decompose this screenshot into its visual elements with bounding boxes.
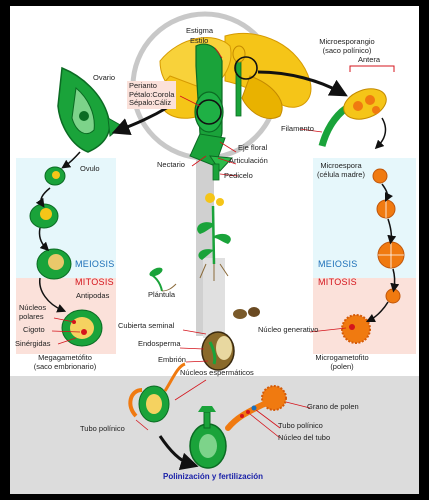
label-meiosis-left: MEIOSIS	[75, 259, 115, 269]
leader-lines	[51, 47, 347, 439]
label-ovulo: Ovulo	[80, 164, 100, 173]
label-nucleos-polares: Núcleos polares	[19, 303, 47, 321]
seed-illustration	[201, 331, 235, 371]
diagram-title: Polinización y fertilización	[163, 472, 264, 481]
label-pedicelo: Pedicelo	[224, 171, 253, 180]
label-nucleos-espermaticos: Núcleos espermáticos	[180, 368, 254, 377]
label-estilo: Estilo	[190, 36, 209, 45]
label-meiosis-right: MEIOSIS	[318, 259, 358, 269]
label-antipodas: Antipodas	[76, 291, 110, 300]
fertilization-illustration	[128, 362, 287, 469]
label-articulacion: Articulación	[229, 156, 268, 165]
label-microespora: Microespora (célula madre)	[317, 161, 365, 179]
label-embrion: Embrión	[158, 355, 186, 364]
microspore-sequence	[341, 168, 405, 344]
label-antera: Antera	[358, 55, 381, 64]
label-nucleo-tubo: Núcleo del tubo	[278, 433, 331, 442]
label-nectario: Nectario	[157, 160, 185, 169]
diagram-canvas: Estigma Estilo Ovario Microesporangio (s…	[10, 6, 419, 494]
label-estigma: Estigma	[186, 26, 214, 35]
label-eje-floral: Eje floral	[238, 143, 268, 152]
label-plantula: Plántula	[148, 290, 176, 299]
label-mitosis-right: MITOSIS	[318, 277, 357, 287]
label-ovario: Ovario	[93, 73, 116, 82]
seedling-illustration	[149, 267, 177, 292]
label-microsporangio: Microesporangio (saco polínico)	[319, 37, 375, 55]
label-megagametofito: Megagametófito (saco embrionario)	[33, 353, 97, 371]
ovary-illustration	[57, 66, 123, 153]
label-cubierta-seminal: Cubierta seminal	[118, 321, 175, 330]
label-endosperma: Endosperma	[138, 339, 181, 348]
label-perianto: Perianto Pétalo:Corola Sépalo:Cáliz	[127, 81, 177, 109]
label-sinergidas: Sinérgidas	[15, 339, 51, 348]
label-grano-polen: Grano de polen	[307, 402, 359, 411]
label-tubo-polinico-left: Tubo polínico	[80, 424, 125, 433]
label-cigoto: Cigoto	[23, 325, 45, 334]
label-filamento: Filamento	[281, 124, 314, 133]
label-tubo-polinico-right: Tubo polínico	[278, 421, 323, 430]
ovule-sequence	[29, 166, 103, 347]
label-nucleo-generativo: Núcleo generativo	[258, 325, 319, 334]
label-microgametofito: Microgametofito (polen)	[315, 353, 369, 371]
plant-illustration	[197, 193, 231, 338]
anther-illustration	[318, 65, 395, 148]
diagram-artwork	[29, 11, 405, 471]
label-mitosis-left: MITOSIS	[75, 277, 114, 287]
